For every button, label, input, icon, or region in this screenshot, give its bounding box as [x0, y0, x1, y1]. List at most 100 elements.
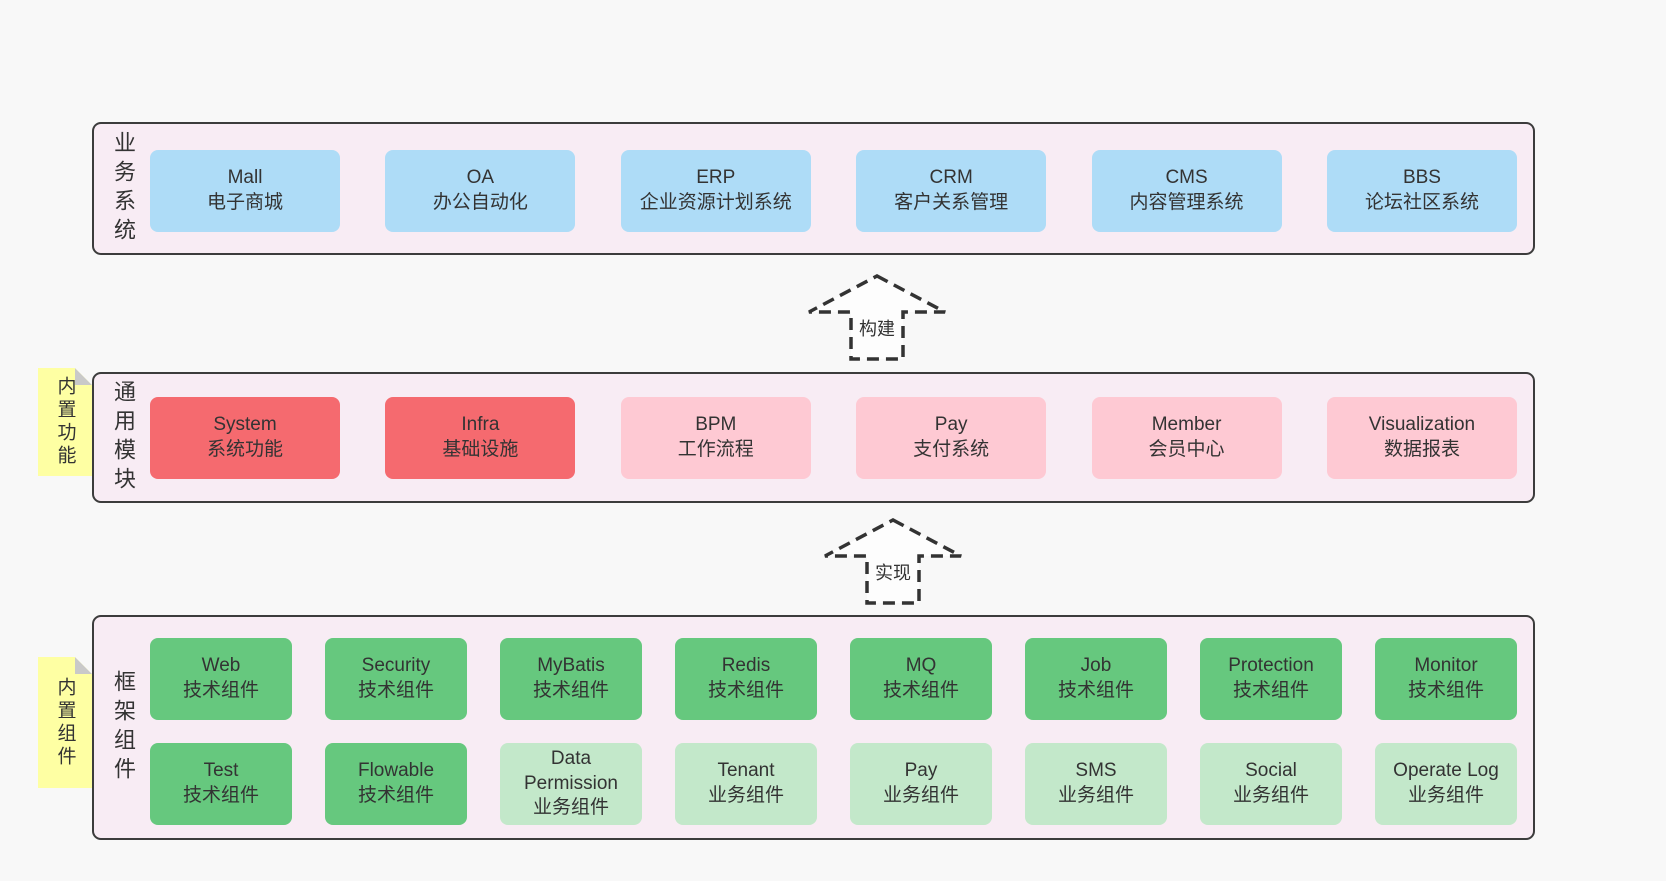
box-subtitle: 基础设施: [442, 439, 519, 460]
box-subtitle: 工作流程: [677, 439, 754, 460]
box-pay-component: Pay 业务组件: [850, 743, 992, 825]
arrow-implement: 实现: [818, 518, 968, 606]
note-builtin-components: 内置组件: [38, 657, 92, 788]
box-subtitle: 技术组件: [182, 680, 259, 701]
box-system: System 系统功能: [150, 397, 340, 479]
box-title: ERP: [696, 167, 736, 189]
up-arrow-icon: [824, 518, 962, 605]
box-subtitle: 数据报表: [1383, 439, 1460, 460]
box-title: Flowable: [357, 760, 435, 782]
fold-corner-icon: [75, 657, 92, 674]
box-title: SMS: [1075, 760, 1117, 782]
box-title: BBS: [1402, 167, 1441, 189]
box-erp: ERP 企业资源计划系统: [620, 150, 811, 232]
box-title: CMS: [1165, 167, 1208, 189]
box-title: Mall: [227, 167, 263, 189]
band-framework-components: 框架组件 Web 技术组件 Security 技术组件 MyBatis 技术组件…: [92, 615, 1535, 840]
box-title: MyBatis: [537, 655, 605, 677]
band-label-framework-components: 框架组件: [111, 669, 136, 786]
note-builtin-features: 内置功能: [38, 368, 92, 476]
business-systems-row: Mall 电子商城 OA 办公自动化 ERP 企业资源计划系统 CRM 客户关系…: [150, 150, 1517, 232]
box-subtitle: 技术组件: [1407, 680, 1484, 701]
box-title: Tenant: [717, 760, 775, 782]
box-subtitle: 技术组件: [357, 680, 434, 701]
box-subtitle: 技术组件: [182, 785, 259, 806]
box-data-permission: Data Permission 业务组件: [500, 743, 642, 825]
box-title: Monitor: [1414, 655, 1478, 677]
box-title: Data Permission: [524, 747, 618, 794]
box-title: OA: [466, 167, 495, 189]
box-redis: Redis 技术组件: [675, 638, 817, 720]
box-monitor: Monitor 技术组件: [1375, 638, 1517, 720]
box-title: Web: [201, 655, 241, 677]
box-title: Job: [1080, 655, 1112, 677]
box-subtitle: 业务组件: [1057, 785, 1134, 806]
box-mq: MQ 技术组件: [850, 638, 992, 720]
fold-corner-icon: [75, 368, 92, 385]
box-protection: Protection 技术组件: [1200, 638, 1342, 720]
box-job: Job 技术组件: [1025, 638, 1167, 720]
box-subtitle: 系统功能: [206, 439, 283, 460]
box-title: Security: [361, 655, 431, 677]
box-title: Member: [1151, 414, 1222, 436]
box-subtitle: 业务组件: [1407, 785, 1484, 806]
box-title: CRM: [929, 167, 973, 189]
box-title: Operate Log: [1393, 760, 1499, 782]
framework-components-row-2: Test 技术组件 Flowable 技术组件 Data Permission …: [150, 743, 1517, 825]
band-label-business-systems: 业务系统: [111, 130, 136, 247]
band-label-common-modules: 通用模块: [111, 379, 136, 496]
box-subtitle: 会员中心: [1148, 439, 1225, 460]
box-visualization: Visualization 数据报表: [1326, 397, 1517, 479]
box-title: MQ: [905, 655, 937, 677]
box-title: Protection: [1228, 655, 1314, 677]
box-title: Infra: [461, 414, 500, 436]
box-subtitle: 客户关系管理: [894, 192, 1009, 213]
box-title: System: [213, 414, 277, 436]
box-subtitle: 论坛社区系统: [1364, 192, 1479, 213]
box-security: Security 技术组件: [325, 638, 467, 720]
box-subtitle: 技术组件: [1232, 680, 1309, 701]
box-title: Pay: [904, 760, 938, 782]
band-common-modules: 通用模块 System 系统功能 Infra 基础设施 BPM 工作流程 Pay…: [92, 372, 1535, 503]
box-cms: CMS 内容管理系统: [1091, 150, 1282, 232]
box-subtitle: 业务组件: [1232, 785, 1309, 806]
box-crm: CRM 客户关系管理: [856, 150, 1047, 232]
box-member: Member 会员中心: [1091, 397, 1282, 479]
box-web: Web 技术组件: [150, 638, 292, 720]
box-title: Redis: [721, 655, 771, 677]
arrow-label: 实现: [875, 563, 911, 583]
box-pay-module: Pay 支付系统: [856, 397, 1047, 479]
framework-components-row-1: Web 技术组件 Security 技术组件 MyBatis 技术组件 Redi…: [150, 638, 1517, 720]
box-operate-log: Operate Log 业务组件: [1375, 743, 1517, 825]
arrow-build: 构建: [802, 274, 952, 362]
note-text: 内置功能: [54, 376, 76, 468]
box-subtitle: 技术组件: [532, 680, 609, 701]
box-sms: SMS 业务组件: [1025, 743, 1167, 825]
box-subtitle: 业务组件: [707, 785, 784, 806]
box-mybatis: MyBatis 技术组件: [500, 638, 642, 720]
box-flowable: Flowable 技术组件: [325, 743, 467, 825]
box-subtitle: 技术组件: [1057, 680, 1134, 701]
band-business-systems: 业务系统 Mall 电子商城 OA 办公自动化 ERP 企业资源计划系统 CRM…: [92, 122, 1535, 255]
box-bbs: BBS 论坛社区系统: [1326, 150, 1517, 232]
box-subtitle: 办公自动化: [432, 192, 528, 213]
box-subtitle: 支付系统: [913, 439, 990, 460]
box-subtitle: 业务组件: [532, 797, 609, 819]
box-infra: Infra 基础设施: [385, 397, 576, 479]
box-subtitle: 企业资源计划系统: [639, 192, 792, 213]
box-title: Pay: [934, 414, 968, 436]
arrow-label: 构建: [859, 319, 895, 339]
box-bpm: BPM 工作流程: [620, 397, 811, 479]
box-oa: OA 办公自动化: [385, 150, 576, 232]
box-subtitle: 技术组件: [357, 785, 434, 806]
box-tenant: Tenant 业务组件: [675, 743, 817, 825]
box-title: Test: [203, 760, 239, 782]
note-text: 内置组件: [54, 676, 76, 769]
box-subtitle: 技术组件: [882, 680, 959, 701]
box-social: Social 业务组件: [1200, 743, 1342, 825]
up-arrow-icon: [808, 274, 946, 361]
box-title: BPM: [695, 414, 737, 436]
box-subtitle: 技术组件: [707, 680, 784, 701]
box-subtitle: 电子商城: [206, 192, 283, 213]
box-subtitle: 业务组件: [882, 785, 959, 806]
